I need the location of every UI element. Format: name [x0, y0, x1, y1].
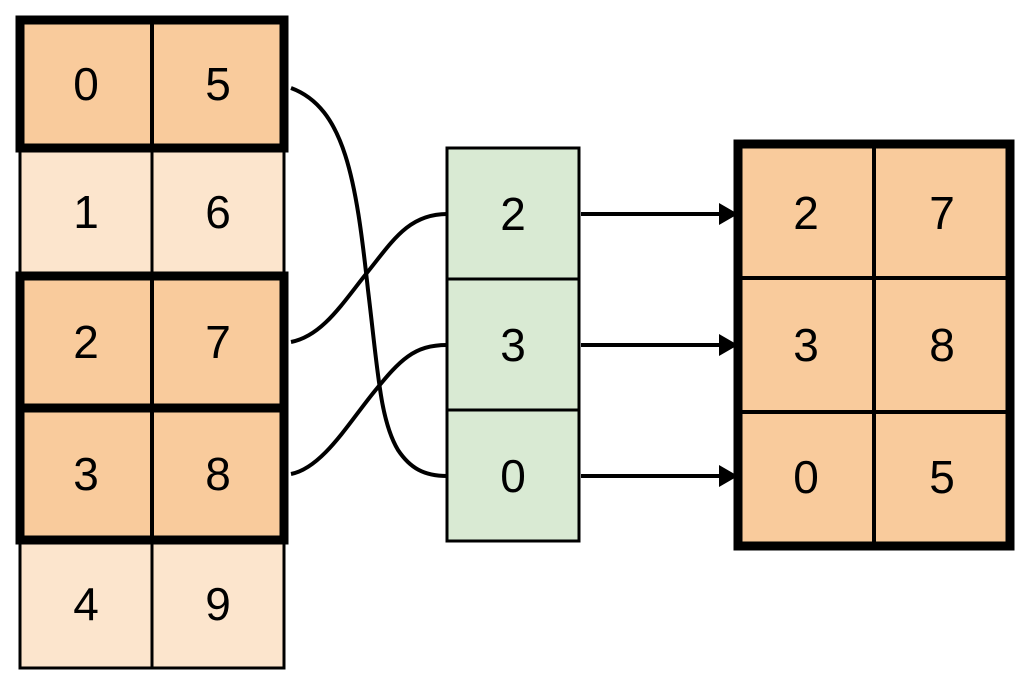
index-cell-1 [445, 277, 581, 412]
source-cell-r3c1: 8 [205, 448, 231, 500]
index-cell-0 [445, 146, 581, 281]
index-column: 2 3 0 [445, 146, 581, 543]
result-table: 2 7 3 8 0 5 [733, 139, 1015, 551]
source-cell-r3c0: 3 [73, 448, 99, 500]
connector-curve-row0-to-index0 [290, 86, 448, 478]
source-cell-r0c0: 0 [73, 58, 99, 110]
source-cell-r2c0: 2 [73, 316, 99, 368]
result-cell-r1c0: 3 [793, 319, 819, 371]
source-cell-r1c1: 6 [205, 186, 231, 238]
source-cell-r1c0: 1 [73, 186, 99, 238]
source-cell-r2c1: 7 [205, 316, 231, 368]
source-cell-r0c1: 5 [205, 58, 231, 110]
result-cell-r2c0: 0 [793, 451, 819, 503]
arrows [581, 203, 738, 487]
source-table: 0 5 1 6 2 7 3 8 4 9 [15, 15, 289, 670]
index-value-0: 2 [500, 188, 526, 240]
arrowhead-icon-0 [719, 203, 738, 225]
result-cell-r0c0: 2 [793, 187, 819, 239]
connector-curve-row2-to-index2 [290, 212, 448, 344]
arrowhead-icon-2 [719, 465, 738, 487]
index-cell-2 [445, 408, 581, 543]
source-cell-r4c0: 4 [73, 578, 99, 630]
result-cell-r1c1: 8 [929, 319, 955, 371]
result-cell-r2c1: 5 [929, 451, 955, 503]
result-cell-r0c1: 7 [929, 187, 955, 239]
source-cell-r4c1: 9 [205, 578, 231, 630]
arrowhead-icon-1 [719, 334, 738, 356]
index-value-1: 3 [500, 319, 526, 371]
connector-curve-row3-to-index3 [290, 343, 448, 476]
connector-curves [290, 86, 448, 478]
index-value-2: 0 [500, 450, 526, 502]
